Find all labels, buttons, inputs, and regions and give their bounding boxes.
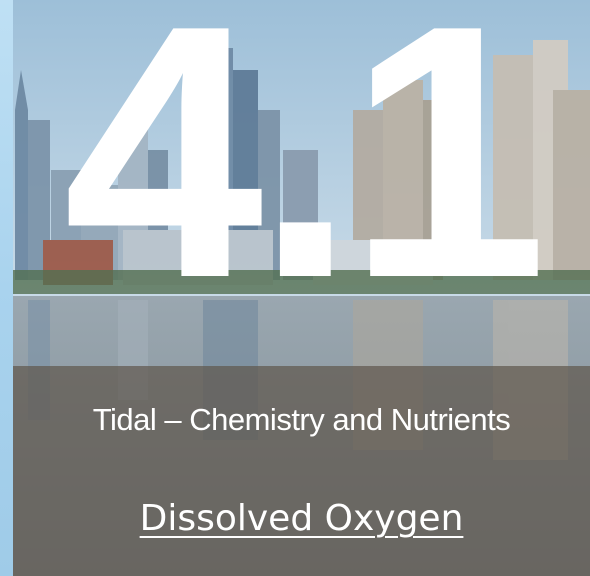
skyline-buildings bbox=[13, 40, 590, 294]
title-band: Tidal – Chemistry and Nutrients Dissolve… bbox=[13, 366, 590, 576]
section-subtitle: Tidal – Chemistry and Nutrients bbox=[92, 402, 511, 437]
dissolved-oxygen-link[interactable]: Dissolved Oxygen bbox=[139, 498, 464, 539]
left-accent-strip bbox=[0, 0, 13, 576]
section-number: 4.1 bbox=[63, 0, 547, 353]
